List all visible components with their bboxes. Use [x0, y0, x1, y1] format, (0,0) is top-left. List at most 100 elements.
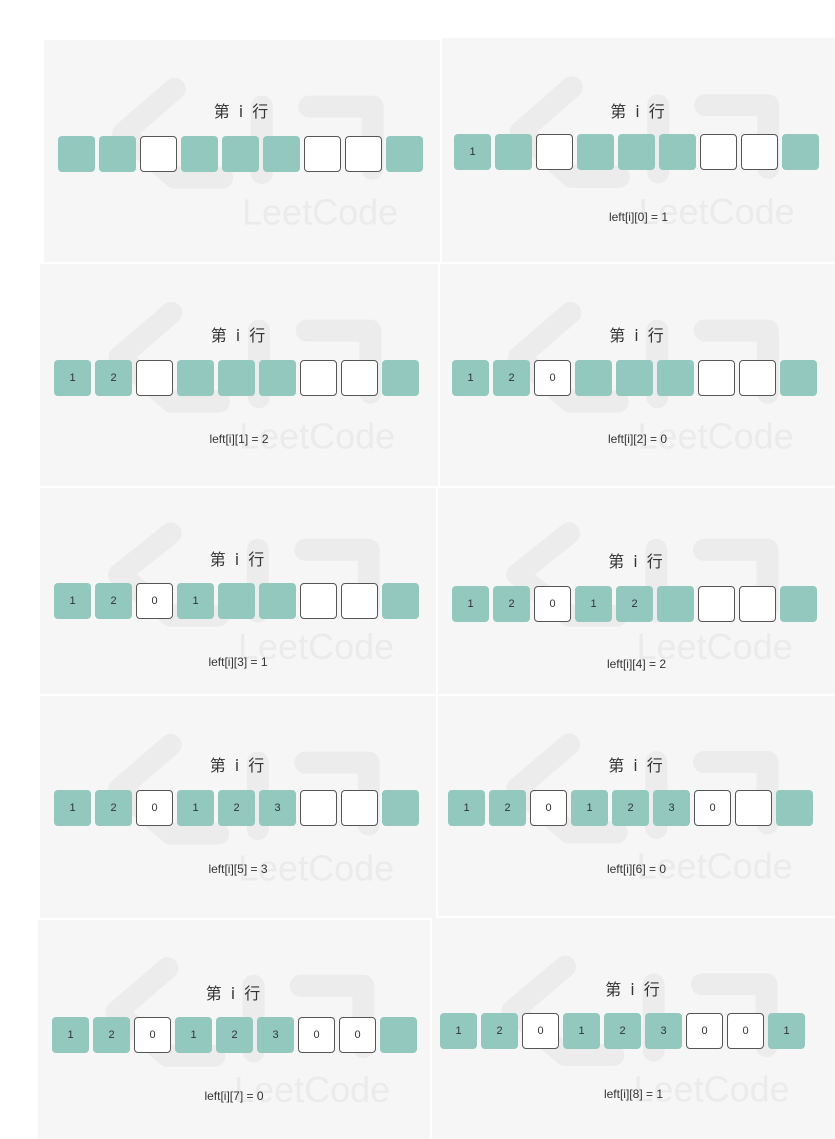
empty-cell: 0 [298, 1017, 335, 1053]
filled-cell [616, 360, 653, 396]
step-caption: left[i][8] = 1 [603, 1087, 664, 1101]
row-cells: 1 [454, 134, 819, 170]
empty-cell [341, 360, 378, 396]
row-title: 第 i 行 [205, 984, 263, 1003]
filled-cell: 1 [175, 1017, 212, 1053]
step-caption: left[i][5] = 3 [208, 862, 268, 876]
row-title: 第 i 行 [213, 102, 271, 121]
filled-cell [577, 134, 614, 170]
step-caption: left[i][6] = 0 [606, 862, 667, 876]
filled-cell [382, 790, 419, 826]
filled-cell [181, 136, 218, 172]
filled-cell: 1 [177, 790, 214, 826]
filled-cell [657, 586, 694, 622]
empty-cell [300, 360, 337, 396]
row-cells [58, 136, 423, 172]
filled-cell: 2 [493, 360, 530, 396]
filled-cell [382, 360, 419, 396]
empty-cell [741, 134, 778, 170]
row-title: 第 i 行 [610, 102, 667, 121]
filled-cell: 2 [493, 586, 530, 622]
empty-cell: 0 [136, 790, 173, 826]
filled-cell: 1 [54, 583, 91, 619]
empty-cell: 0 [339, 1017, 376, 1053]
filled-cell: 2 [218, 790, 255, 826]
empty-cell: 0 [136, 583, 173, 619]
filled-cell [222, 136, 259, 172]
row-title: 第 i 行 [605, 980, 662, 999]
filled-cell: 3 [653, 790, 690, 826]
empty-cell: 0 [534, 586, 571, 622]
filled-cell [99, 136, 136, 172]
row-title: 第 i 行 [209, 550, 267, 569]
filled-cell [58, 136, 95, 172]
filled-cell: 1 [452, 360, 489, 396]
filled-cell: 1 [177, 583, 214, 619]
filled-cell: 2 [481, 1013, 518, 1049]
filled-cell [657, 360, 694, 396]
filled-cell: 1 [563, 1013, 600, 1049]
step-caption: left[i][3] = 1 [208, 655, 268, 669]
filled-cell: 2 [93, 1017, 130, 1053]
empty-cell: 0 [686, 1013, 723, 1049]
filled-cell [618, 134, 655, 170]
filled-cell: 2 [95, 790, 132, 826]
filled-cell: 1 [448, 790, 485, 826]
empty-cell [304, 136, 341, 172]
filled-cell: 1 [452, 586, 489, 622]
step-caption: left[i][4] = 2 [606, 657, 667, 671]
filled-cell [218, 360, 255, 396]
empty-cell [300, 790, 337, 826]
filled-cell [776, 790, 813, 826]
filled-cell: 2 [95, 360, 132, 396]
empty-cell: 0 [534, 360, 571, 396]
empty-cell: 0 [530, 790, 567, 826]
step-caption: left[i][0] = 1 [608, 210, 669, 224]
filled-cell: 2 [616, 586, 653, 622]
filled-cell: 3 [645, 1013, 682, 1049]
filled-cell: 1 [54, 360, 91, 396]
row-title: 第 i 行 [608, 552, 665, 571]
step-caption: left[i][1] = 2 [209, 432, 269, 446]
filled-cell [386, 136, 423, 172]
empty-cell [300, 583, 337, 619]
empty-cell [345, 136, 382, 172]
filled-cell [659, 134, 696, 170]
empty-cell [735, 790, 772, 826]
empty-cell [739, 586, 776, 622]
filled-cell: 1 [768, 1013, 805, 1049]
empty-cell: 0 [694, 790, 731, 826]
filled-cell: 3 [259, 790, 296, 826]
empty-cell: 0 [522, 1013, 559, 1049]
row-title: 第 i 行 [210, 326, 268, 345]
row-title: 第 i 行 [209, 756, 267, 775]
filled-cell: 3 [257, 1017, 294, 1053]
empty-cell [341, 790, 378, 826]
empty-cell [341, 583, 378, 619]
empty-cell [698, 586, 735, 622]
step-caption: left[i][7] = 0 [204, 1089, 264, 1103]
filled-cell: 2 [489, 790, 526, 826]
filled-cell [782, 134, 819, 170]
filled-cell: 2 [612, 790, 649, 826]
filled-cell [380, 1017, 417, 1053]
filled-cell: 2 [95, 583, 132, 619]
filled-cell [259, 583, 296, 619]
row-title: 第 i 行 [609, 326, 666, 345]
filled-cell: 1 [575, 586, 612, 622]
